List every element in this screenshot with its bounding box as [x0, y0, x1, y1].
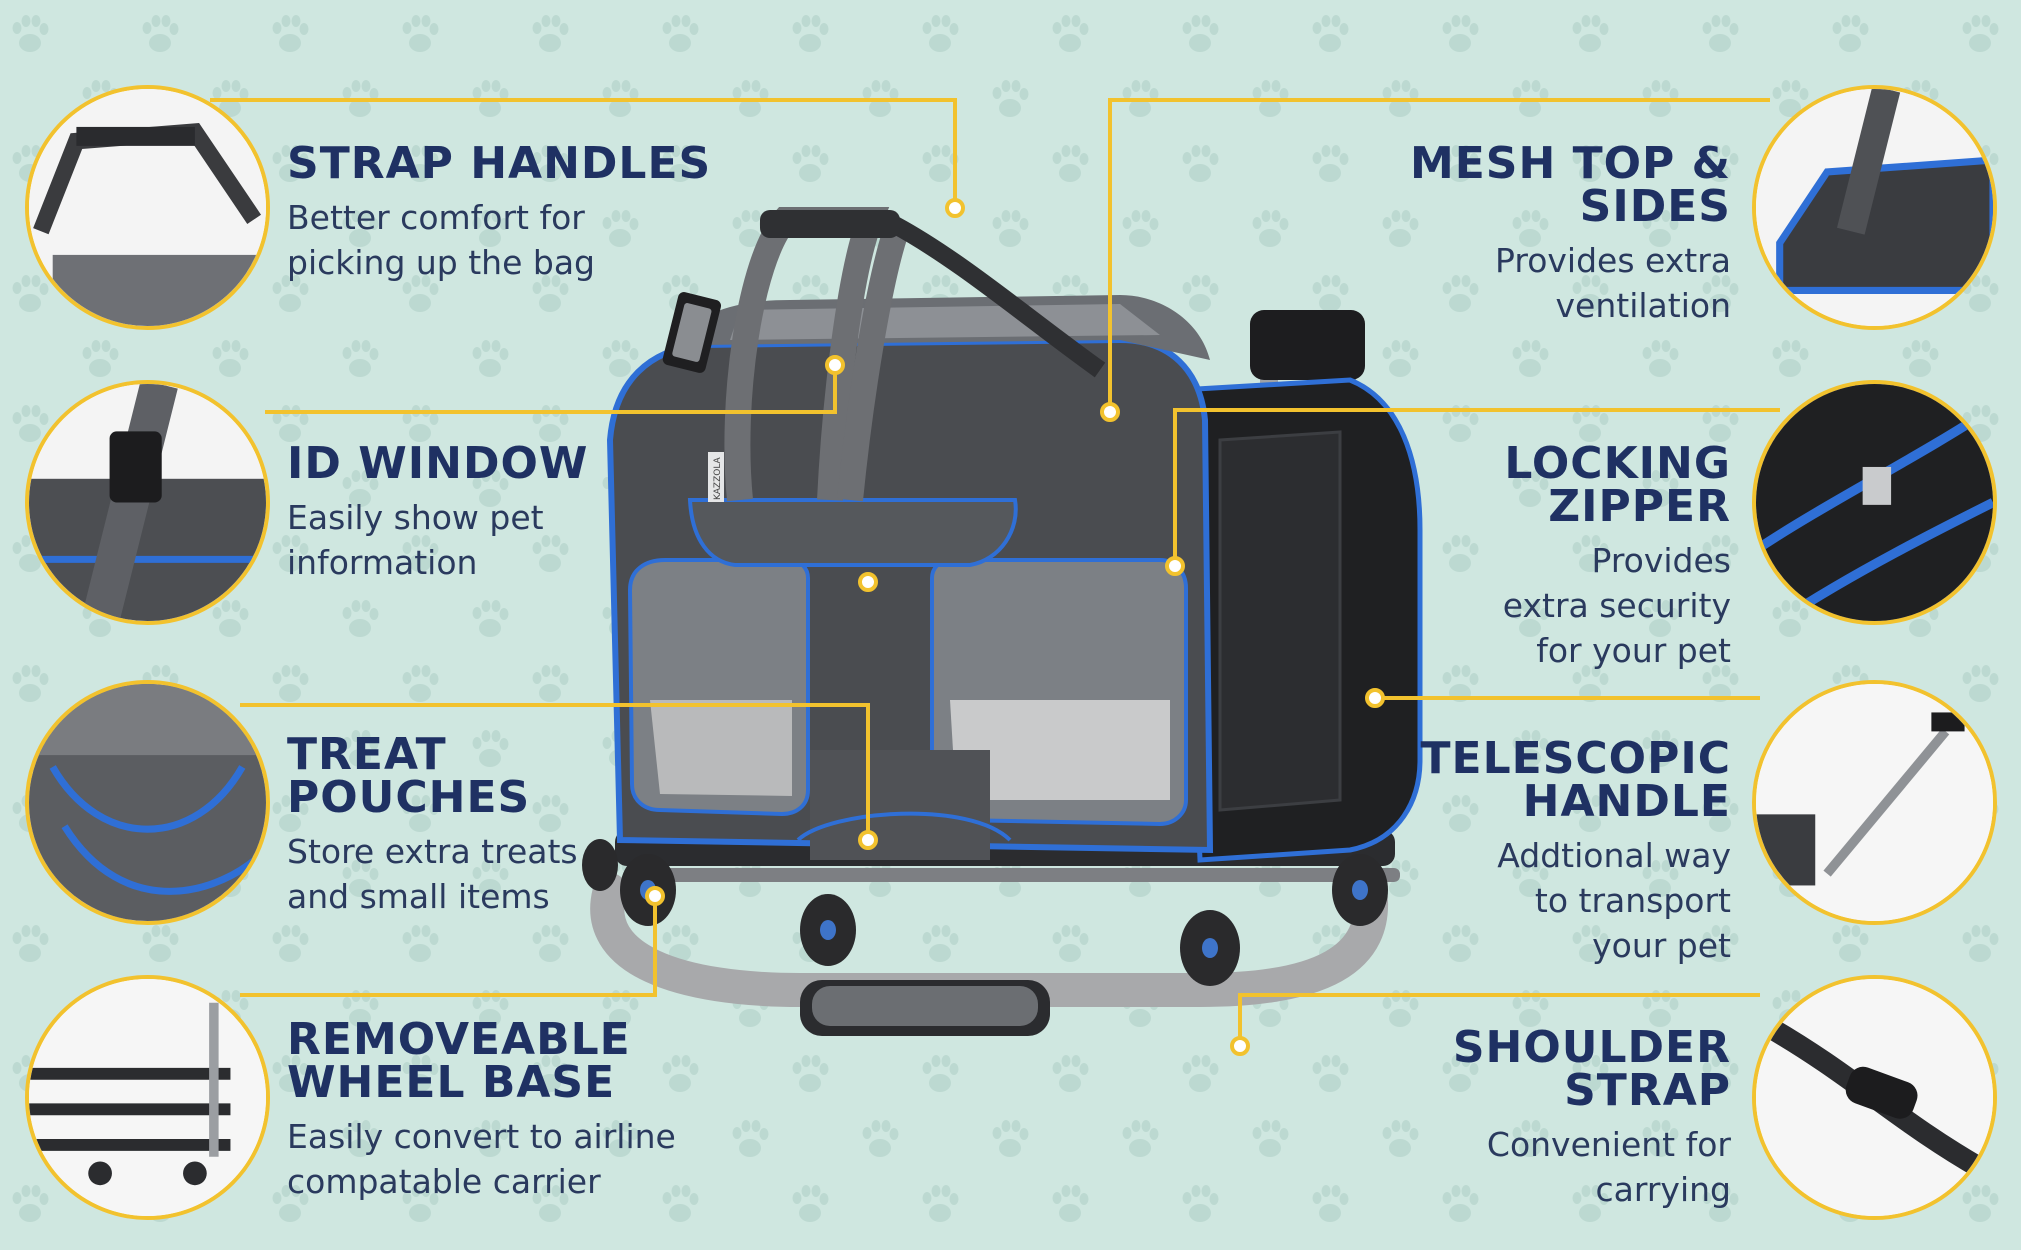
shoulder-strap-desc-line-2: carrying — [1595, 1170, 1731, 1209]
feature-shoulder-strap: SHOULDER STRAP Convenient for carrying — [1453, 1026, 1731, 1212]
wheel-base-description: Easily convert to airline compatable car… — [287, 1114, 676, 1204]
shoulder-strap-detail-image — [1752, 975, 1997, 1220]
mesh-top-detail-image — [1752, 85, 1997, 330]
treat-pouches-detail-image — [25, 680, 270, 925]
telescopic-handle-detail-image — [1752, 680, 1997, 925]
locking-zipper-desc-line-1: Provides — [1591, 541, 1732, 580]
wheel-base-title-line-1: REMOVEABLE — [287, 1014, 631, 1065]
wheel-base-desc-line-1: Easily convert to airline — [287, 1117, 676, 1156]
shoulder-strap-desc-line-1: Convenient for — [1486, 1125, 1731, 1164]
mesh-top-desc-line-2: ventilation — [1555, 286, 1731, 325]
locking-zipper-title-line-2: ZIPPER — [1548, 481, 1731, 532]
feature-id-window: ID WINDOW Easily show pet information — [287, 442, 588, 585]
telescopic-handle-description: Addtional way to transport your pet — [1421, 833, 1731, 968]
id-window-detail-image — [25, 380, 270, 625]
mesh-top-title-line-1: MESH TOP & — [1409, 138, 1731, 189]
treat-pouches-title-line-1: TREAT — [287, 729, 447, 780]
feature-wheel-base: REMOVEABLE WHEEL BASE Easily convert to … — [287, 1018, 676, 1204]
brand-tag-text: KAZZOLA — [713, 456, 723, 500]
locking-zipper-desc-line-3: for your pet — [1536, 631, 1731, 670]
telescopic-handle-desc-line-3: your pet — [1592, 926, 1731, 965]
brand-tag — [708, 452, 724, 502]
treat-pouches-description: Store extra treats and small items — [287, 829, 578, 919]
shoulder-strap-title: SHOULDER STRAP — [1453, 1026, 1731, 1113]
id-window-desc-line-1: Easily show pet — [287, 498, 544, 537]
wheel-base-title-line-2: WHEEL BASE — [287, 1057, 616, 1108]
id-window-title: ID WINDOW — [287, 438, 589, 489]
wheel-base-desc-line-2: compatable carrier — [287, 1162, 601, 1201]
id-window-desc-line-2: information — [287, 543, 478, 582]
id-window-description: Easily show pet information — [287, 495, 588, 585]
telescopic-handle-title-line-1: TELESCOPIC — [1420, 733, 1731, 784]
strap-handles-title: STRAP HANDLES — [287, 138, 712, 189]
feature-treat-pouches: TREAT POUCHES Store extra treats and sma… — [287, 733, 578, 919]
treat-pouches-desc-line-1: Store extra treats — [287, 832, 578, 871]
telescopic-handle-desc-line-2: to transport — [1534, 881, 1731, 920]
pet-carrier-illustration: KAZZOLA — [582, 207, 1423, 1036]
feature-telescopic-handle: TELESCOPIC HANDLE Addtional way to trans… — [1421, 737, 1731, 968]
mesh-top-desc-line-1: Provides extra — [1495, 241, 1731, 280]
wheel-base-title: REMOVEABLE WHEEL BASE — [287, 1018, 676, 1105]
feature-locking-zipper: LOCKING ZIPPER Provides extra security f… — [1503, 442, 1731, 673]
treat-pouches-desc-line-2: and small items — [287, 877, 550, 916]
telescopic-handle-desc-line-1: Addtional way — [1497, 836, 1731, 875]
strap-handles-detail-image — [25, 85, 270, 330]
telescopic-handle-title-line-2: HANDLE — [1522, 776, 1731, 827]
shoulder-strap-description: Convenient for carrying — [1453, 1122, 1731, 1212]
locking-zipper-detail-image — [1752, 380, 1997, 625]
locking-zipper-title-line-1: LOCKING — [1504, 438, 1731, 489]
telescopic-handle-title: TELESCOPIC HANDLE — [1421, 737, 1731, 824]
strap-handles-description: Better comfort for picking up the bag — [287, 195, 711, 285]
treat-pouches-title-line-2: POUCHES — [287, 772, 531, 823]
feature-mesh-top: MESH TOP & SIDES Provides extra ventilat… — [1410, 142, 1731, 328]
feature-strap-handles: STRAP HANDLES Better comfort for picking… — [287, 142, 711, 285]
mesh-top-title-line-2: SIDES — [1579, 181, 1731, 232]
locking-zipper-desc-line-2: extra security — [1502, 586, 1731, 625]
strap-handles-desc-line-2: picking up the bag — [287, 243, 596, 282]
wheel-base-detail-image — [25, 975, 270, 1220]
strap-handles-desc-line-1: Better comfort for — [287, 198, 585, 237]
mesh-top-description: Provides extra ventilation — [1410, 238, 1731, 328]
treat-pouches-title: TREAT POUCHES — [287, 733, 578, 820]
mesh-top-title: MESH TOP & SIDES — [1410, 142, 1731, 229]
shoulder-strap-title-line-1: SHOULDER — [1452, 1022, 1731, 1073]
locking-zipper-title: LOCKING ZIPPER — [1503, 442, 1731, 529]
locking-zipper-description: Provides extra security for your pet — [1503, 538, 1731, 673]
shoulder-strap-title-line-2: STRAP — [1564, 1065, 1731, 1116]
